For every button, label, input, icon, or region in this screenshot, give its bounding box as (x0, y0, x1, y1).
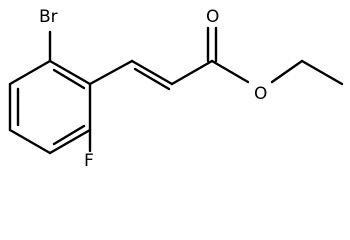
ring-inner-double-c6-c1 (52, 68, 86, 90)
ring-bond-c4-c5 (48, 128, 92, 155)
bond-ester-o-to-ch2 (270, 59, 304, 84)
benzene-ring (8, 59, 92, 155)
ring-bond-c3-c4 (8, 128, 52, 155)
chemical-structure: Br F O O (8, 7, 344, 171)
ring-bond-c1-c2 (8, 59, 52, 86)
atom-label-fluorine: F (84, 151, 94, 171)
bond-ch2-to-ch3 (300, 59, 344, 86)
atom-label-carbonyl-oxygen: O (206, 7, 219, 27)
bond-carbonyl-to-ester-o (210, 59, 250, 84)
bond-vinyl-double-inner (133, 67, 171, 91)
ring-bond-c6-c1 (48, 59, 92, 86)
ring-inner-double-c4-c5 (52, 124, 86, 146)
atom-label-bromine: Br (39, 7, 58, 27)
bond-vinyl-to-carbonyl (170, 59, 214, 86)
bond-ring-to-vinyl (88, 59, 134, 86)
atom-label-ester-oxygen: O (254, 84, 267, 104)
bond-vinyl-double-outer (130, 59, 174, 86)
